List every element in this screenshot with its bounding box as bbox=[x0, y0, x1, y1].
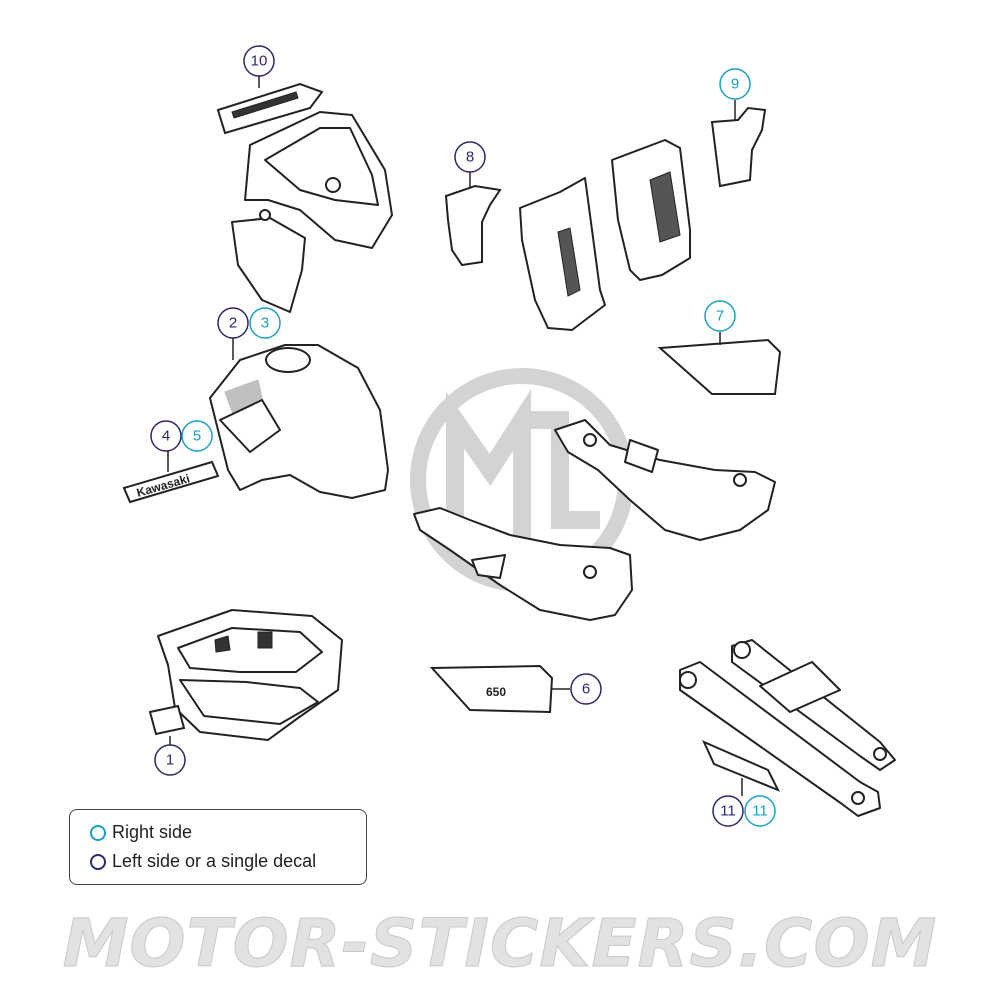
legend-left-label: Left side or a single decal bbox=[112, 851, 317, 871]
svg-text:7: 7 bbox=[716, 308, 724, 325]
svg-text:11: 11 bbox=[752, 803, 768, 820]
watermark-text: MOTOR-STICKERS.COM bbox=[62, 905, 938, 983]
callout-7: 7 bbox=[704, 300, 736, 332]
callout-1: 1 bbox=[154, 744, 186, 776]
callout-4: 4 bbox=[150, 420, 182, 452]
svg-text:3: 3 bbox=[261, 315, 269, 332]
decal-6: 650 bbox=[429, 664, 570, 714]
callout-3: 3 bbox=[249, 307, 281, 339]
svg-text:8: 8 bbox=[466, 149, 474, 166]
svg-text:11: 11 bbox=[720, 803, 736, 820]
svg-text:5: 5 bbox=[193, 428, 201, 445]
callout-11-left: 11 bbox=[712, 795, 744, 827]
svg-text:10: 10 bbox=[251, 53, 268, 70]
svg-text:1: 1 bbox=[166, 752, 174, 769]
swingarm bbox=[679, 639, 896, 817]
radiator-shroud-left bbox=[519, 177, 606, 331]
fuel-tank bbox=[209, 344, 389, 499]
legend-box: Right side Left side or a single decal bbox=[69, 809, 367, 885]
decal-7 bbox=[657, 332, 782, 395]
callout-5: 5 bbox=[181, 420, 213, 452]
kawasaki-decal: Kawasaki bbox=[122, 450, 220, 504]
side-cover-lower bbox=[413, 507, 633, 621]
svg-text:650: 650 bbox=[486, 685, 506, 699]
decal-8 bbox=[444, 172, 502, 267]
callout-2: 2 bbox=[217, 307, 249, 360]
decal-1 bbox=[148, 704, 186, 748]
svg-text:6: 6 bbox=[582, 681, 590, 698]
cylinder-head bbox=[157, 609, 343, 741]
callout-11-right: 11 bbox=[744, 795, 776, 827]
decal-9 bbox=[710, 100, 767, 188]
svg-text:2: 2 bbox=[229, 315, 237, 332]
legend-right-side: Right side bbox=[90, 818, 366, 847]
callout-10: 10 bbox=[243, 45, 275, 88]
callout-6: 6 bbox=[570, 673, 602, 705]
right-side-circle-icon bbox=[90, 824, 106, 841]
callout-9: 9 bbox=[719, 68, 751, 100]
left-side-circle-icon bbox=[90, 853, 106, 870]
legend-right-label: Right side bbox=[112, 822, 193, 842]
headlight-fairing bbox=[216, 82, 393, 313]
decal-11 bbox=[702, 740, 781, 796]
svg-text:9: 9 bbox=[731, 76, 739, 93]
side-cover-upper bbox=[554, 419, 776, 541]
legend-left-side: Left side or a single decal bbox=[90, 847, 366, 876]
svg-text:4: 4 bbox=[162, 428, 170, 445]
radiator-shroud-right bbox=[611, 139, 691, 281]
callout-8: 8 bbox=[454, 141, 486, 173]
